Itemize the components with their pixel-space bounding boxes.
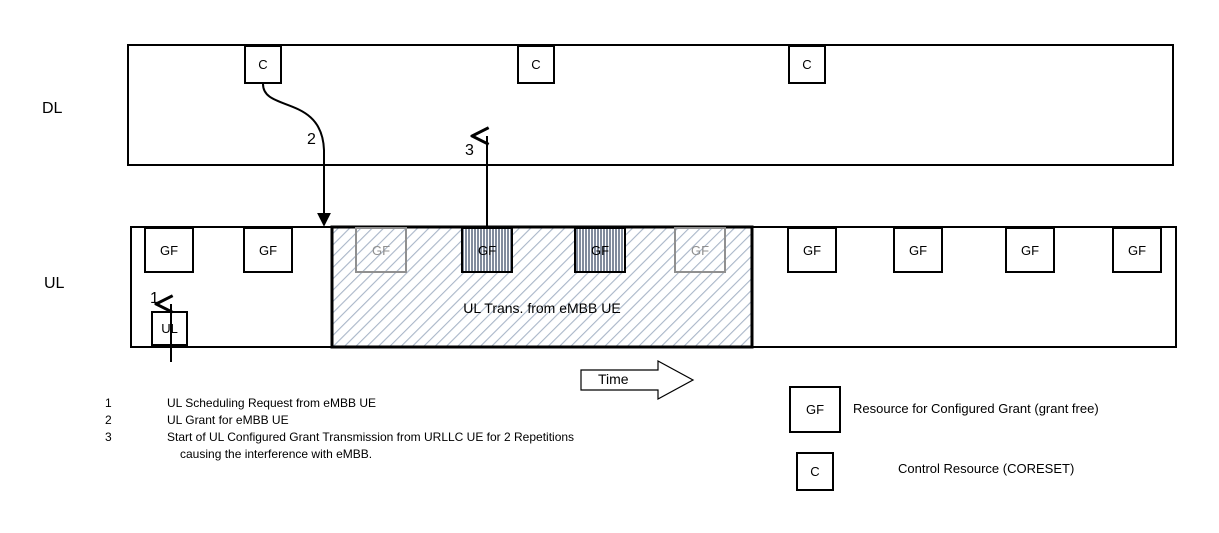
step-marker-2: 2: [307, 131, 316, 148]
legend-c-description: Control Resource (CORESET): [898, 461, 1075, 476]
coreset-block: C: [788, 45, 826, 84]
coreset-block: C: [517, 45, 555, 84]
gf-block-urllc-outline: [574, 227, 626, 273]
legend-c-symbol: C: [796, 452, 834, 491]
step-marker-1: 1: [150, 290, 159, 307]
gf-block-ghost-outline: [355, 227, 407, 273]
dl-frame: [127, 44, 1174, 166]
embb-transmission-region: [330, 225, 754, 349]
gf-block-urllc: GF: [477, 242, 497, 258]
gf-block-ghost: GF: [690, 242, 710, 258]
grant-arrow: [262, 83, 331, 227]
ul-row-label: UL: [44, 275, 65, 292]
legend-gf-description: Resource for Configured Grant (grant fre…: [853, 401, 1099, 416]
gf-block: GF: [1112, 227, 1162, 273]
note-number: 2: [105, 413, 112, 427]
dl-row-label: DL: [42, 100, 63, 117]
gf-block: GF: [893, 227, 943, 273]
note-text: UL Grant for eMBB UE: [167, 413, 289, 427]
gf-block: GF: [1005, 227, 1055, 273]
embb-transmission-label: UL Trans. from eMBB UE: [463, 300, 621, 316]
ul-request-block: UL: [151, 311, 188, 346]
gf-block-urllc-outline: [461, 227, 513, 273]
gf-block-ghost-outline: [674, 227, 726, 273]
gf-block: GF: [144, 227, 194, 273]
coreset-block: C: [244, 45, 282, 84]
gf-block: GF: [787, 227, 837, 273]
note-text-continued: causing the interference with eMBB.: [180, 447, 373, 461]
legend-gf-symbol: GF: [789, 386, 841, 433]
time-label: Time: [598, 371, 629, 387]
note-number: 1: [105, 396, 112, 410]
note-number: 3: [105, 430, 112, 444]
step-marker-3: 3: [465, 142, 474, 159]
gf-block-urllc: GF: [590, 242, 610, 258]
gf-block: GF: [243, 227, 293, 273]
time-arrow: [580, 359, 695, 401]
gf-block-ghost: GF: [371, 242, 391, 258]
note-text: UL Scheduling Request from eMBB UE: [167, 396, 376, 410]
note-text: Start of UL Configured Grant Transmissio…: [167, 430, 575, 444]
